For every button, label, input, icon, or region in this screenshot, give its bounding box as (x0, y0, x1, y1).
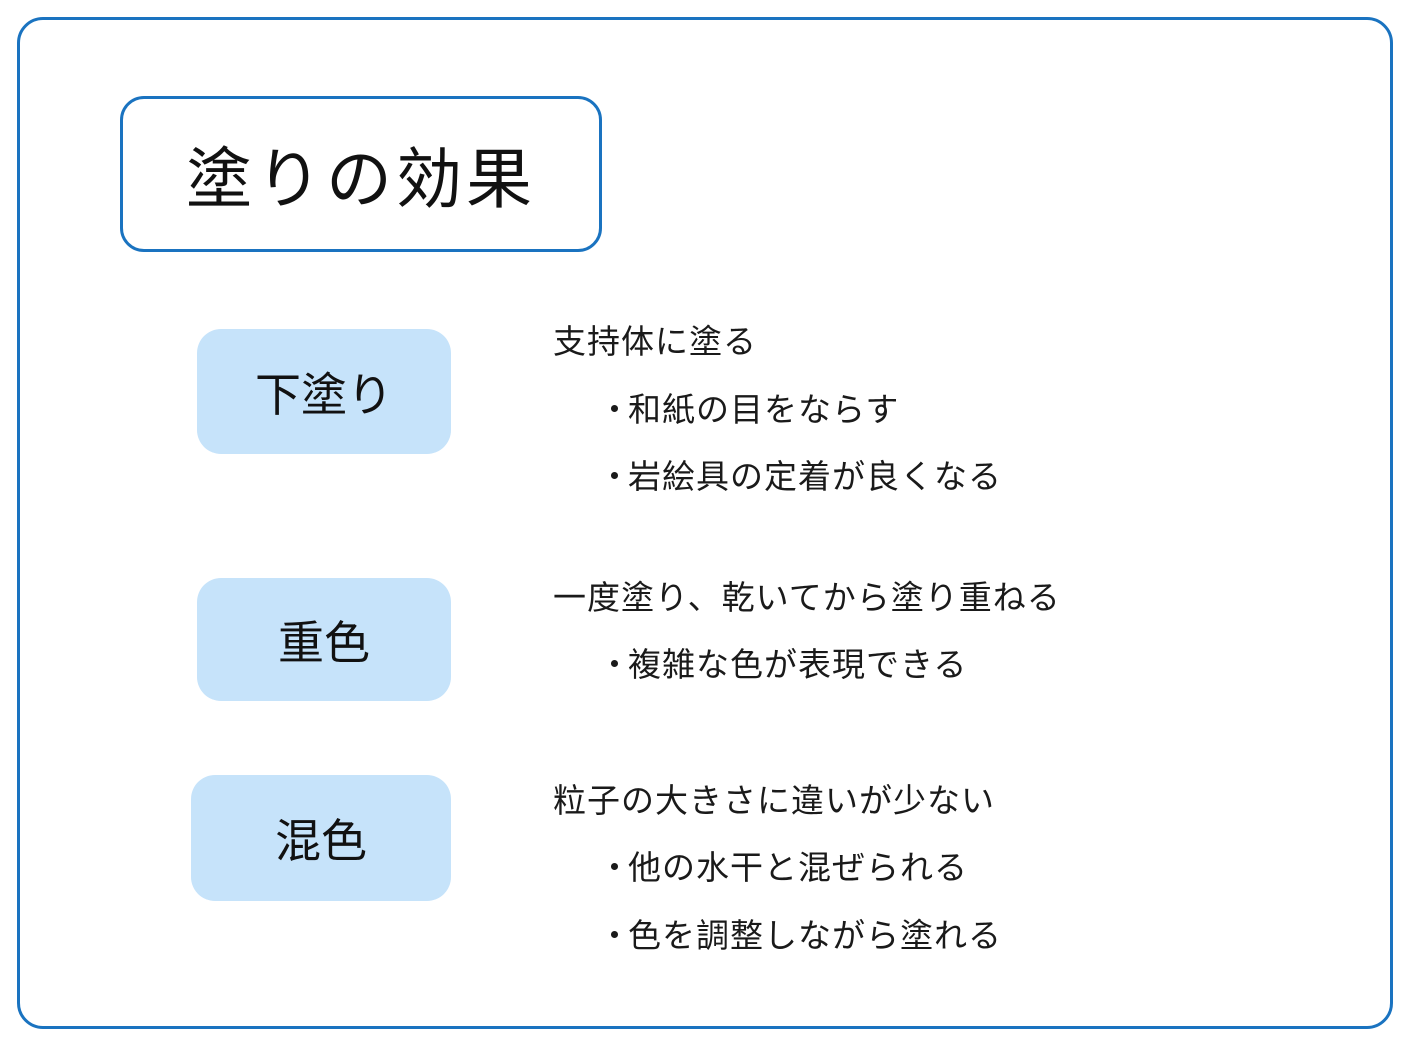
page-title: 塗りの効果 (186, 141, 536, 218)
section-heading: 支持体に塗る (553, 322, 757, 361)
section-heading: 粒子の大きさに違いが少ない (553, 781, 995, 820)
bullet-item: ・複雑な色が表現できる (598, 645, 967, 685)
bullet-text: 色を調整しながら塗れる (628, 916, 1002, 955)
bullet-item: ・他の水干と混ぜられる (598, 848, 968, 888)
bullet-mark: ・ (598, 916, 632, 955)
section-label-kasaneiro: 重色 (197, 578, 451, 701)
section-label-text: 下塗り (255, 367, 393, 422)
section-label-text: 混色 (275, 814, 367, 868)
bullet-text: 和紙の目をならす (628, 390, 900, 429)
bullet-mark: ・ (598, 645, 632, 684)
bullet-text: 他の水干と混ぜられる (628, 848, 968, 887)
section-label-text: 重色 (278, 615, 370, 670)
bullet-mark: ・ (598, 457, 632, 496)
bullet-text: 複雑な色が表現できる (628, 645, 968, 684)
title-box: 塗りの効果 (120, 96, 602, 252)
section-heading: 一度塗り、乾いてから塗り重ねる (553, 578, 1061, 617)
bullet-mark: ・ (598, 390, 632, 429)
bullet-item: ・色を調整しながら塗れる (598, 916, 1002, 956)
bullet-item: ・和紙の目をならす (598, 390, 899, 430)
slide-frame (17, 17, 1393, 1029)
bullet-mark: ・ (598, 848, 632, 887)
bullet-item: ・岩絵具の定着が良くなる (598, 457, 1002, 497)
bullet-text: 岩絵具の定着が良くなる (628, 457, 1002, 496)
section-label-shitanuri: 下塗り (197, 329, 451, 454)
section-label-konshoku: 混色 (191, 775, 451, 901)
